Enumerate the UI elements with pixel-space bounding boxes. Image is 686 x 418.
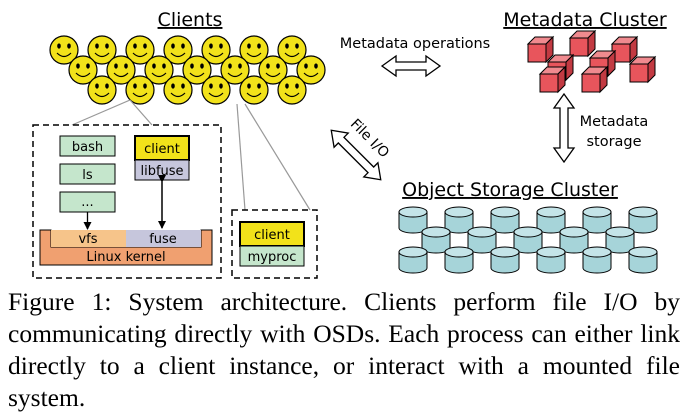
- metadata-operations-arrow: [380, 54, 442, 78]
- dots-label: ...: [81, 195, 93, 210]
- smiley-icon: [125, 35, 155, 65]
- osd-cylinder-icon: [398, 206, 428, 234]
- bash-label: bash: [72, 140, 103, 155]
- smiley-icon: [182, 55, 212, 85]
- osd-cylinder-icon: [536, 206, 566, 234]
- smiley-icon: [296, 55, 326, 85]
- metadata-cube-icon: [538, 65, 567, 94]
- osd-cylinder-icon: [444, 206, 474, 234]
- osd-cylinder-icon: [398, 246, 428, 274]
- metadata-cube-icon: [628, 55, 657, 84]
- smiley-icon: [239, 75, 269, 105]
- metadata-cubes: [526, 29, 657, 94]
- metadata-cube-icon: [610, 35, 639, 64]
- osd-cylinder-icon: [628, 246, 658, 274]
- smiley-icon: [68, 55, 98, 85]
- libfuse-label: libfuse: [140, 164, 183, 179]
- metadata-cluster-title: Metadata Cluster: [503, 9, 667, 31]
- fuse-label: fuse: [149, 232, 177, 247]
- host-fuse: bash ls ... client libfuse vfs fuse Linu…: [32, 124, 222, 279]
- metadata-cube-icon: [568, 29, 597, 58]
- osd-cylinder-icon: [628, 206, 658, 234]
- bash-box: [59, 135, 116, 157]
- metadata-operations-label: Metadata operations: [340, 36, 490, 52]
- osd-cylinder-icon: [421, 226, 451, 254]
- file-io: File I/O: [330, 116, 392, 181]
- architecture-diagram: Clients Metadata Cluster Object Storage …: [32, 9, 667, 279]
- client-box-1: [134, 135, 190, 161]
- smiley-icon: [201, 35, 231, 65]
- client-smileys: [49, 35, 326, 105]
- osd-cylinder-icon: [467, 226, 497, 254]
- object-storage-cluster-title: Object Storage Cluster: [402, 179, 618, 201]
- smiley-icon: [87, 75, 117, 105]
- osd-cylinder-icon: [490, 206, 520, 234]
- osd-cylinder-icon: [513, 226, 543, 254]
- metadata-storage-label-1: Metadata: [580, 114, 649, 130]
- connector-lines: [71, 99, 311, 211]
- vfs-box: [51, 230, 126, 247]
- smiley-icon: [106, 55, 136, 85]
- host-linked: client myproc: [231, 209, 318, 279]
- smiley-icon: [258, 55, 288, 85]
- smiley-icon: [220, 55, 250, 85]
- osd-cylinders: [398, 206, 658, 274]
- osd-cylinder-icon: [582, 246, 612, 274]
- metadata-storage-label-2: storage: [586, 134, 641, 150]
- metadata-cube-icon: [580, 65, 609, 94]
- smiley-icon: [201, 75, 231, 105]
- smiley-icon: [49, 35, 79, 65]
- myproc-label: myproc: [248, 250, 297, 265]
- ls-box: [59, 163, 116, 185]
- smiley-icon: [144, 55, 174, 85]
- smiley-icon: [277, 75, 307, 105]
- osd-cylinder-icon: [536, 246, 566, 274]
- file-io-arrow: [330, 129, 382, 181]
- smiley-icon: [163, 35, 193, 65]
- figure-caption: Figure 1: System architecture. Clients p…: [8, 287, 680, 412]
- fuse-box: [126, 230, 201, 247]
- osd-cylinder-icon: [605, 226, 635, 254]
- smiley-icon: [277, 35, 307, 65]
- ls-label: ls: [82, 168, 93, 183]
- clients-title: Clients: [158, 9, 223, 31]
- kernel-label: Linux kernel: [86, 250, 165, 265]
- osd-cylinder-icon: [559, 226, 589, 254]
- myproc-box: [239, 245, 305, 267]
- smiley-icon: [163, 75, 193, 105]
- smiley-icon: [125, 75, 155, 105]
- vfs-label: vfs: [78, 232, 97, 247]
- client-label-2: client: [254, 228, 290, 243]
- metadata-cube-icon: [526, 35, 555, 64]
- smiley-icon: [87, 35, 117, 65]
- metadata-storage-arrow: [552, 92, 576, 164]
- osd-cylinder-icon: [444, 246, 474, 274]
- host-linked-frame: [231, 209, 318, 279]
- osd-cylinder-icon: [490, 246, 520, 274]
- client-label-1: client: [144, 142, 180, 157]
- osd-cylinder-icon: [582, 206, 612, 234]
- smiley-icon: [239, 35, 269, 65]
- host-fuse-frame: [32, 124, 222, 279]
